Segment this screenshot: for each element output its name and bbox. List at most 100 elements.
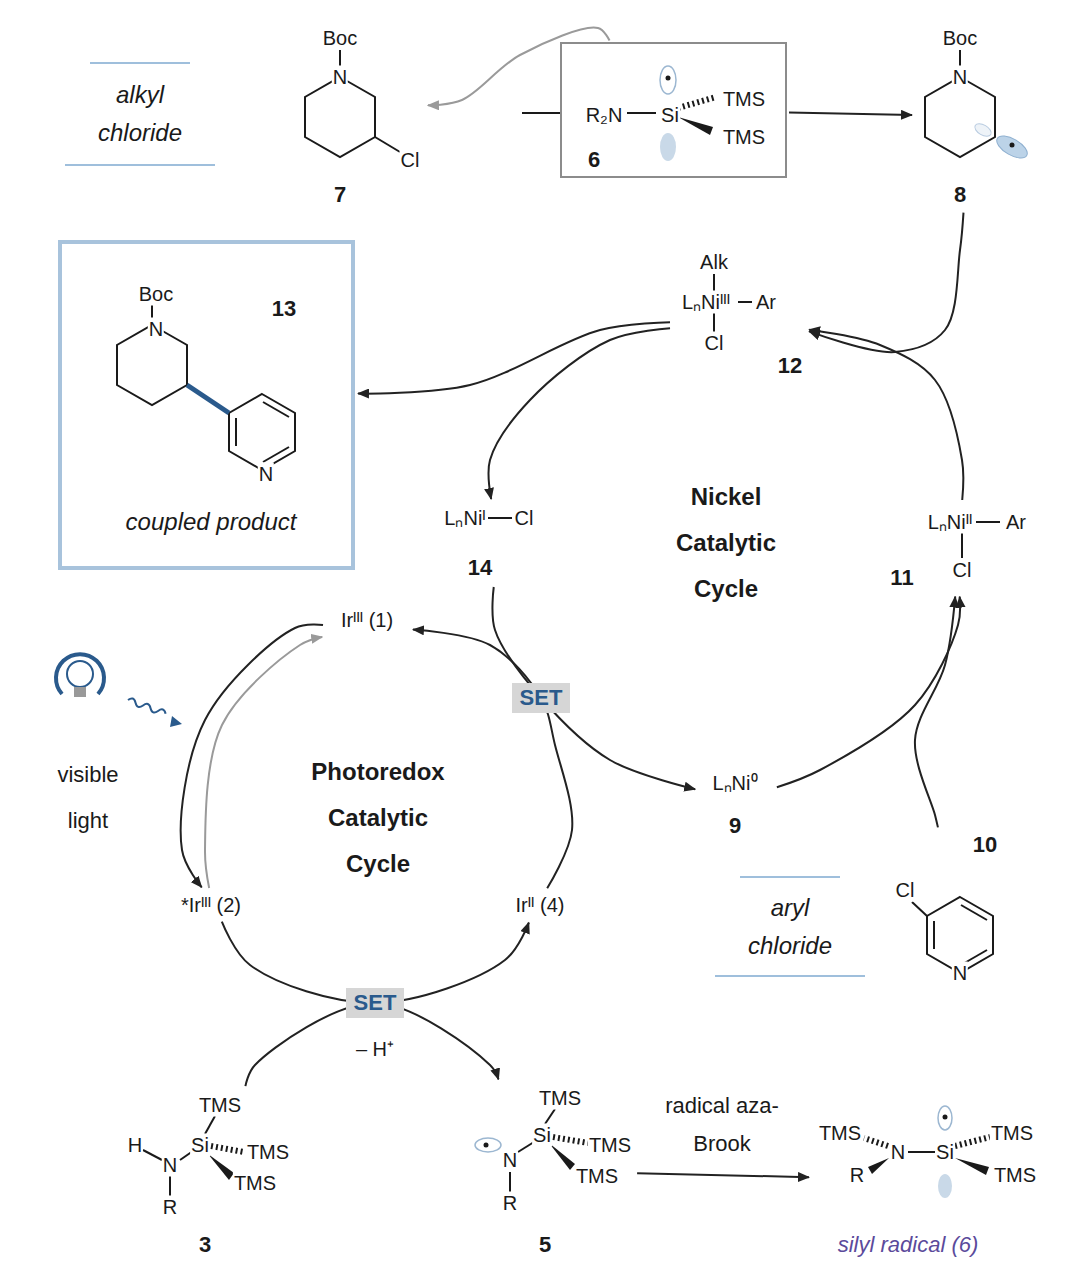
bond-lines: [229, 394, 295, 470]
nickel-complex: LₙNi⁰ 9: [698, 765, 775, 842]
atom-label: N: [258, 463, 274, 486]
reaction-arrow: [915, 597, 955, 828]
reagent-box: R₂NSiTMSTMS6: [560, 42, 787, 178]
atom-label: TMS: [990, 1122, 1034, 1145]
compound-number: 13: [271, 296, 297, 321]
bond-lines: [864, 1138, 888, 1146]
nickel-complex: LₙNiᴵᴵArCl11: [880, 502, 1045, 594]
cycle-title: Photoredox Catalytic Cycle: [298, 749, 458, 887]
reaction-arrow: [637, 1173, 809, 1177]
bond-lines: [738, 301, 752, 303]
atom-label: R: [849, 1164, 865, 1187]
orbital-lobes: [938, 1106, 952, 1130]
step-label: radical aza-Brook: [657, 1087, 787, 1163]
bond-lines: [553, 1137, 588, 1143]
new-bond: [187, 385, 229, 413]
atom-label: N: [952, 66, 968, 89]
compound-number: 14: [467, 555, 493, 580]
atom-label: N: [952, 961, 968, 984]
species-label: silyl radical (6): [837, 1232, 980, 1257]
atom-label: TMS: [246, 1141, 290, 1164]
atom-label: Ar: [755, 291, 777, 314]
silyl-radical-structure: TMSNSiTMSTMSRsilyl radical (6): [812, 1098, 1050, 1262]
atom-label: R: [162, 1196, 178, 1219]
proton-loss-note: – H⁺: [335, 1035, 415, 1062]
cycle-title: Nickel Catalytic Cycle: [656, 474, 796, 612]
atom-label: Cl: [895, 878, 916, 901]
iridium-state: Irᴵᴵᴵ (1): [325, 605, 410, 636]
bond-lines: [961, 533, 963, 558]
bond-lines: [955, 1137, 990, 1146]
reaction-arrow: [789, 112, 912, 115]
wedge-bonds: [208, 117, 989, 1180]
label-rule: [715, 975, 865, 977]
annotation-label: visible light: [43, 752, 133, 844]
atom-label: TMS: [722, 126, 766, 149]
compound-number: 8: [953, 182, 967, 207]
atom-label: LₙNiᴵᴵ: [927, 511, 974, 534]
atom-label: Boc: [138, 283, 174, 306]
atom-label: Cl: [400, 149, 421, 172]
bond-lines: [117, 50, 1000, 1196]
atom-label: Cl: [952, 559, 973, 582]
orbital-lobes: [475, 1138, 501, 1152]
atom-label: Si: [660, 104, 680, 127]
set-tag: SET: [512, 683, 571, 713]
aryl-chloride-structure: ClN 10: [885, 829, 1030, 990]
atom-label: N: [890, 1141, 906, 1164]
light-bulb-icon: [170, 716, 182, 727]
wedge-bonds: [208, 1154, 234, 1180]
bond-lines: [933, 921, 935, 949]
bond-lines: [912, 902, 927, 916]
back-arrow: [428, 28, 610, 106]
caption-text: coupled product: [125, 508, 298, 536]
compound-number: 6: [587, 147, 601, 172]
bond-lines: [678, 97, 716, 108]
atom-label: N: [162, 1154, 178, 1177]
orbital-lobes: [666, 76, 671, 81]
atom-label: Alk: [699, 251, 729, 274]
reaction-arrow: [181, 625, 323, 888]
atom-label: R₂N: [585, 104, 624, 127]
bond-lines: [713, 313, 715, 333]
orbital-lobes: [993, 132, 1030, 163]
compound-number: 10: [972, 832, 998, 857]
compound-number: 11: [889, 565, 914, 590]
atom-label: TMS: [198, 1094, 242, 1117]
atom-label: TMS: [818, 1122, 862, 1145]
compound-number: 5: [538, 1232, 552, 1257]
atom-label: TMS: [538, 1087, 582, 1110]
bond-lines: [961, 905, 987, 920]
compound-number: 3: [198, 1232, 212, 1257]
atom-label: Cl: [704, 332, 725, 355]
atom-label: TMS: [233, 1172, 277, 1195]
reactant-structure: BocNCl7: [292, 22, 425, 211]
reaction-arrow: [809, 213, 963, 353]
bond-lines: [263, 402, 289, 417]
bond-lines: [169, 1176, 171, 1196]
orbital-lobes: [484, 1143, 489, 1148]
atom-label: Si: [935, 1141, 955, 1164]
iridium-state: *Irᴵᴵᴵ (2): [162, 890, 260, 920]
atom-label: LₙNi⁰: [711, 772, 758, 795]
atom-label: TMS: [588, 1134, 632, 1157]
nickel-complex: AlkLₙNiᴵᴵᴵArCl12: [672, 248, 806, 382]
annotation-label: aryl chloride: [730, 889, 850, 965]
label-rule: [65, 63, 865, 976]
reaction-arrow: [809, 330, 963, 500]
annotation-label: alkyl chloride: [80, 76, 200, 152]
compound-number: 7: [333, 182, 347, 207]
bond-lines: [211, 1146, 244, 1152]
nickel-complex: LₙNiᴵCl14: [440, 502, 545, 585]
reaction-arrow: [489, 328, 671, 499]
atom-label: Boc: [322, 27, 358, 50]
set-tag: SET: [346, 988, 405, 1018]
label-rule: [90, 62, 190, 64]
iridium-state: Irᴵᴵ (4): [498, 890, 582, 920]
compound-number: 9: [728, 813, 742, 838]
atom-label: Si: [190, 1134, 210, 1157]
atom-label: H: [127, 1134, 143, 1157]
wedge-bonds: [955, 1158, 989, 1175]
wedge-bonds: [678, 117, 713, 135]
